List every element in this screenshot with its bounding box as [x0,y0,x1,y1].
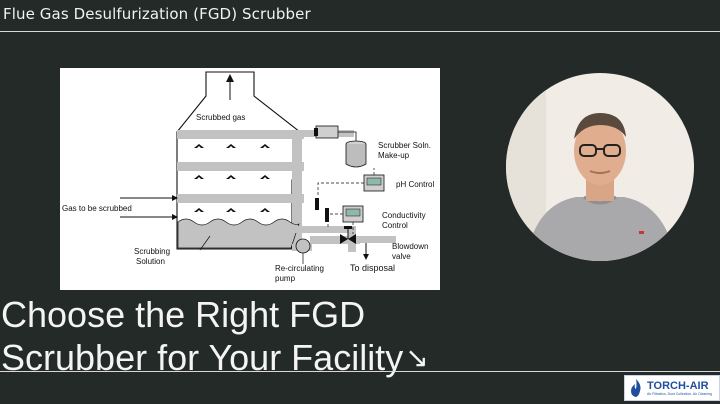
label-makeup-2: Make-up [378,151,410,160]
recirculation-line [292,226,352,233]
label-scrubbing-solution-2: Solution [136,257,165,266]
label-scrubbing-solution-1: Scrubbing [134,247,170,256]
makeup-pump [315,125,339,139]
headline: Choose the Right FGD Scrubber for Your F… [1,293,429,379]
headline-line-1: Choose the Right FGD [1,294,366,335]
label-scrubbed-gas: Scrubbed gas [196,113,245,122]
flame-icon [631,379,641,397]
logo-tagline: Air Filtration, Dust Collection, Air Cle… [647,391,712,396]
label-disposal: To disposal [350,263,395,273]
label-gas-inlet: Gas to be scrubbed [62,204,132,213]
bottom-divider [0,371,720,372]
label-blowdown-2: valve [392,252,411,261]
torch-air-logo: TORCH-AIR Air Filtration, Dust Collectio… [624,375,720,401]
spray-header-3 [177,194,304,203]
label-conductivity-1: Conductivity [382,211,426,220]
top-divider [0,31,720,32]
headline-line-2: Scrubber for Your Facility [1,337,404,378]
label-conductivity-2: Control [382,221,408,230]
logo-brand: TORCH-AIR [647,379,709,392]
page-title: Flue Gas Desulfurization (FGD) Scrubber [3,5,311,23]
label-pump-2: pump [275,274,296,283]
label-makeup-1: Scrubber Soln. [378,141,431,150]
riser-pipe [292,130,302,246]
presenter-portrait [506,73,694,261]
label-blowdown-1: Blowdown [392,242,428,251]
label-ph-control: pH Control [396,180,434,189]
spray-header-2 [177,162,304,171]
spray-header-1 [177,130,304,139]
label-pump-1: Re-circulating [275,264,324,273]
spray-nozzles [194,144,270,212]
scrubbing-solution-sump [177,218,300,249]
fgd-scrubber-diagram: Scrubbed gas Gas to be scrubbed Scrubbin… [60,68,440,290]
recirculating-pump [295,238,311,254]
arrow-down-right-icon: ↘ [405,342,429,373]
